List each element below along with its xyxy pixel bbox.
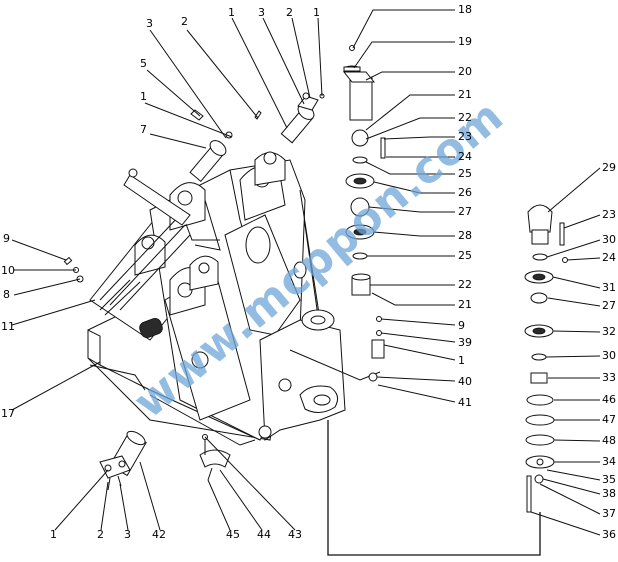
part-label: 24 xyxy=(602,251,616,264)
part-label: 2 xyxy=(97,528,104,541)
part-label: 30 xyxy=(602,349,616,362)
part-label: 23 xyxy=(602,208,616,221)
part-label: 7 xyxy=(140,123,147,136)
part-label: 22 xyxy=(458,278,472,291)
part-label: 37 xyxy=(602,507,616,520)
part-label: 22 xyxy=(458,111,472,124)
part-label: 23 xyxy=(458,130,472,143)
part-label: 40 xyxy=(458,375,472,388)
part-label: 21 xyxy=(458,298,472,311)
part-label: 9 xyxy=(458,319,465,332)
part-label: 19 xyxy=(458,35,472,48)
part-label: 29 xyxy=(602,161,616,174)
part-label: 2 xyxy=(286,6,293,19)
part-label: 39 xyxy=(458,336,472,349)
part-label: 44 xyxy=(257,528,271,541)
part-label: 1 xyxy=(313,6,320,19)
part-label: 1 xyxy=(50,528,57,541)
part-label: 3 xyxy=(124,528,131,541)
part-label: 20 xyxy=(458,65,472,78)
part-label: 46 xyxy=(602,393,616,406)
part-label: 10 xyxy=(1,264,15,277)
part-label: 3 xyxy=(258,6,265,19)
part-label: 43 xyxy=(288,528,302,541)
part-label: 1 xyxy=(458,354,465,367)
part-labels: 18 19 20 21 22 23 24 25 26 27 28 25 22 2… xyxy=(1,3,616,541)
part-label: 45 xyxy=(226,528,240,541)
part-label: 35 xyxy=(602,473,616,486)
part-label: 1 xyxy=(140,90,147,103)
part-label: 11 xyxy=(1,320,15,333)
part-label: 34 xyxy=(602,455,616,468)
part-label: 3 xyxy=(146,17,153,30)
part-label: 18 xyxy=(458,3,472,16)
part-label: 5 xyxy=(140,57,147,70)
part-label: 42 xyxy=(152,528,166,541)
part-label: 31 xyxy=(602,281,616,294)
part-label: 32 xyxy=(602,325,616,338)
part-label: 30 xyxy=(602,233,616,246)
pin-assembly-top xyxy=(123,92,325,241)
part-label: 25 xyxy=(458,167,472,180)
part-label: 24 xyxy=(458,150,472,163)
part-label: 9 xyxy=(3,232,10,245)
part-label: 2 xyxy=(181,15,188,28)
part-label: 27 xyxy=(602,299,616,312)
part-label: 27 xyxy=(458,205,472,218)
part-label: 26 xyxy=(458,186,472,199)
part-label: 8 xyxy=(3,288,10,301)
part-label: 47 xyxy=(602,413,616,426)
part-label: 25 xyxy=(458,249,472,262)
part-label: 17 xyxy=(1,407,15,420)
part-label: 33 xyxy=(602,371,616,384)
leader-lines xyxy=(11,9,601,556)
right-column-stack xyxy=(524,204,568,513)
part-label: 21 xyxy=(458,88,472,101)
left-small-parts xyxy=(63,256,84,283)
part-label: 48 xyxy=(602,434,616,447)
bottom-pin-assembly xyxy=(99,430,147,491)
part-label: 41 xyxy=(458,396,472,409)
main-frame-body xyxy=(87,151,381,446)
clamp-bracket xyxy=(199,434,231,481)
part-label: 36 xyxy=(602,528,616,541)
part-label: 28 xyxy=(458,229,472,242)
part-label: 1 xyxy=(228,6,235,19)
part-label: 38 xyxy=(602,487,616,500)
